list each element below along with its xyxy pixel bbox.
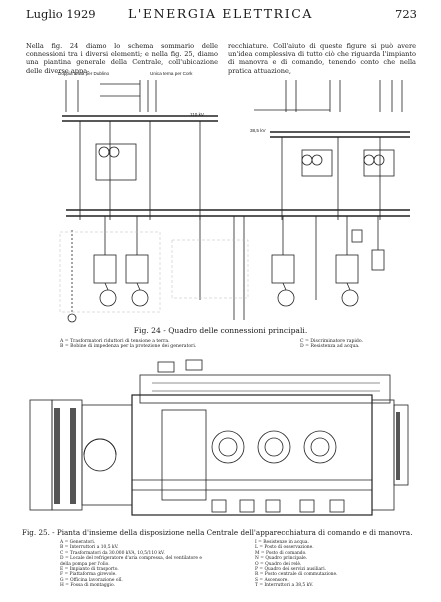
- legend-item: P = Quadro dei servizi ausiliari.: [255, 567, 405, 572]
- legend-item: E = Impianto di trasporto.: [60, 567, 210, 572]
- legend-text: = Fossa di montaggio.: [65, 583, 115, 589]
- legend-item: N = Quadro principale.: [255, 556, 405, 561]
- body-text-left: Nella fig. 24 diamo lo schema sommario d…: [26, 42, 218, 75]
- legend-text: = Piattaforma girevole.: [64, 572, 117, 578]
- fig24-caption: Fig. 24 - Quadro delle connessioni princ…: [133, 326, 308, 335]
- legend-key: A: [60, 540, 64, 545]
- legend-key: A: [60, 339, 64, 344]
- fig24-label-dublin: Doppia terna per Dublino: [58, 71, 110, 76]
- legend-text: = Locale del refrigeratore d'aria compre…: [60, 556, 202, 567]
- legend-text: = Trasformatori da 30.000 kVA, 10,5/110 …: [64, 550, 165, 556]
- legend-key: T: [255, 583, 258, 589]
- legend-key: B: [60, 344, 64, 350]
- legend-key: P: [255, 567, 258, 573]
- page-number: 723: [395, 7, 417, 21]
- legend-text: = Discriminatore rapido.: [304, 339, 363, 344]
- legend-text: = Ascensore.: [259, 577, 289, 583]
- legend-text: = Quadro dei servizi ausiliari.: [259, 567, 327, 573]
- legend-item: R = Posto centrale di commutazione.: [255, 572, 405, 577]
- legend-text: = Resistenza ad acqua.: [305, 344, 360, 350]
- legend-text: = Generatori.: [64, 540, 96, 545]
- legend-item: C = Discriminatore rapido.: [300, 339, 363, 344]
- legend-key: G: [60, 577, 64, 583]
- legend-item: B = Bobine di impedenza per la protezion…: [60, 344, 196, 349]
- legend-text: = Bobine di impedenza per la protezione …: [64, 344, 197, 350]
- legend-item: I = Resistenze in acqua.: [255, 540, 405, 545]
- header-date: Luglio 1929: [26, 7, 96, 21]
- legend-text: = Interruttori a 10,5 kV.: [64, 545, 119, 551]
- legend-text: = Posto centrale di commutazione.: [259, 572, 338, 578]
- legend-text: = Interruttori a 38,5 kV.: [259, 583, 314, 589]
- fig25-legend-left: A = Generatori. B = Interruttori a 10,5 …: [60, 540, 210, 589]
- legend-text: = Posto di osservazione.: [259, 545, 314, 551]
- legend-key: O: [255, 561, 259, 567]
- legend-item: D = Locale del refrigeratore d'aria comp…: [60, 556, 210, 567]
- fig24-label-cork: Unica terna per Cork: [150, 71, 193, 76]
- legend-key: F: [60, 572, 64, 578]
- journal-title: L'ENERGIA ELETTRICA: [127, 6, 314, 21]
- legend-item: B = Interruttori a 10,5 kV.: [60, 545, 210, 550]
- fig24-voltage-bus: 38,5 kV: [250, 128, 266, 133]
- fig25-legend-right: I = Resistenze in acqua. L = Posto di os…: [255, 540, 405, 589]
- fig24-voltage-top: 110 kV: [190, 112, 204, 117]
- legend-item: T = Interruttori a 38,5 kV.: [255, 583, 405, 588]
- legend-key: D: [300, 344, 304, 350]
- legend-item: C = Trasformatori da 30.000 kVA, 10,5/11…: [60, 551, 210, 556]
- legend-item: H = Fossa di montaggio.: [60, 583, 210, 588]
- legend-item: F = Piattaforma girevole.: [60, 572, 210, 577]
- legend-item: A = Generatori.: [60, 540, 210, 545]
- legend-key: M: [255, 550, 260, 556]
- legend-text: = Trasformatori riduttori di tensione a …: [64, 339, 170, 344]
- legend-key: B: [60, 545, 64, 551]
- fig24-legend-right: C = Discriminatore rapido. D = Resistenz…: [300, 339, 363, 350]
- legend-text: = Impianto di trasporto.: [64, 567, 119, 573]
- legend-text: = Officina lavorazione olî.: [64, 577, 123, 583]
- legend-text: = Resistenze in acqua.: [258, 540, 309, 545]
- legend-item: L = Posto di osservazione.: [255, 545, 405, 550]
- legend-item: M = Posto di comando.: [255, 551, 405, 556]
- legend-text: = Quadro principale.: [260, 556, 308, 562]
- legend-text: = Quadro dei relè.: [260, 561, 302, 567]
- legend-key: E: [60, 567, 64, 573]
- legend-text: = Posto di comando.: [260, 550, 307, 556]
- legend-key: L: [255, 545, 258, 551]
- legend-item: A = Trasformatori riduttori di tensione …: [60, 339, 196, 344]
- legend-item: G = Officina lavorazione olî.: [60, 578, 210, 583]
- legend-key: C: [300, 339, 304, 344]
- legend-item: O = Quadro dei relè.: [255, 562, 405, 567]
- legend-key: H: [60, 583, 64, 589]
- legend-key: R: [255, 572, 259, 578]
- legend-key: I: [255, 540, 257, 545]
- legend-key: C: [60, 550, 64, 556]
- fig25-caption: Fig. 25. - Pianta d'insieme della dispos…: [22, 528, 413, 537]
- legend-key: N: [255, 556, 259, 562]
- body-text-right: recchiature. Coll'aiuto di queste figure…: [228, 42, 416, 75]
- legend-item: D = Resistenza ad acqua.: [300, 344, 363, 349]
- legend-key: S: [255, 577, 259, 583]
- fig24-legend-left: A = Trasformatori riduttori di tensione …: [60, 339, 196, 350]
- legend-key: D: [60, 556, 64, 562]
- legend-item: S = Ascensore.: [255, 578, 405, 583]
